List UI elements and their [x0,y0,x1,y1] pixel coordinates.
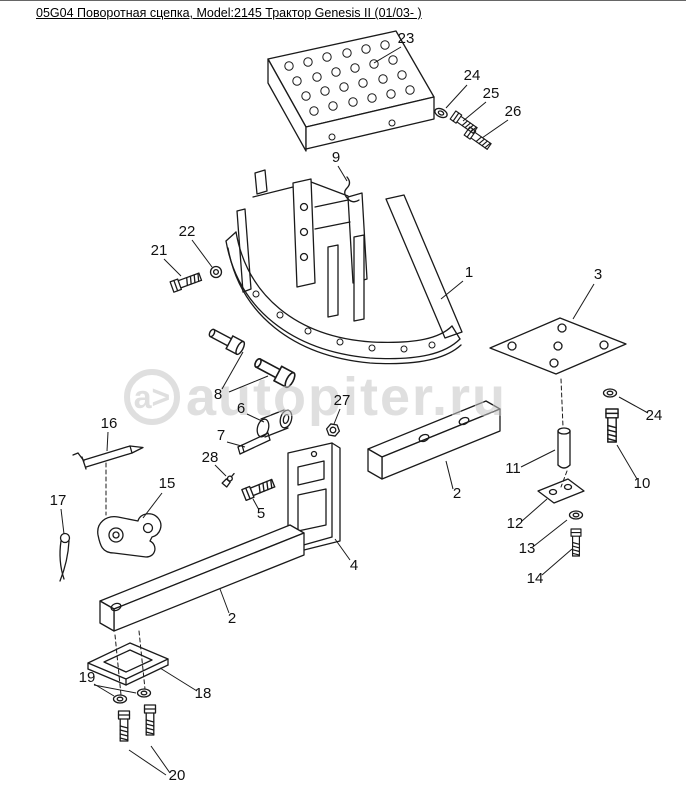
callout-7: 7 [217,427,225,444]
callout-8: 8 [214,386,222,403]
part-curved-frame-drawing [225,194,463,365]
callout-21: 21 [151,242,168,259]
part-cotter-pin-drawing [59,532,71,582]
watermark: a> autopiter.ru [124,367,507,428]
callout-9: 9 [332,149,340,166]
callout-22: 22 [179,223,196,240]
part-beam-right-drawing [367,400,501,480]
callout-25: 25 [483,85,500,102]
part-top-fasteners-drawing [432,105,493,152]
callout-14: 14 [527,570,544,587]
watermark-text: autopiter.ru [186,367,507,427]
part-frame-plate-drawing [87,642,169,686]
part-spring-clip-drawing [344,176,360,203]
callout-23: 23 [398,30,415,47]
callout-numbers: 23 24 25 26 9 22 21 1 3 8 6 7 27 28 5 2 … [50,30,663,784]
callout-24-top: 24 [464,67,481,84]
callout-20: 20 [169,767,186,784]
callout-18: 18 [195,685,212,702]
part-hitch-pin-drawing [72,445,144,516]
part-frame-assembly-drawing [236,169,368,322]
page-title[interactable]: 05G04 Поворотная сцепка, Model:2145 Трак… [36,6,422,20]
watermark-logo-icon: a> [134,379,170,415]
callout-4: 4 [350,557,358,574]
callout-24-right: 24 [646,407,663,424]
watermark-logo-circle [124,369,180,425]
callout-5: 5 [257,505,265,522]
callout-15: 15 [159,475,176,492]
callout-26: 26 [505,103,522,120]
callout-10: 10 [634,475,651,492]
callout-2-right: 2 [453,485,461,502]
callout-28: 28 [202,449,219,466]
part-step-plate-drawing [267,30,435,152]
callout-17: 17 [50,492,67,509]
callout-16: 16 [101,415,118,432]
part-bolt-left-drawing [169,265,223,293]
callout-12: 12 [507,515,524,532]
callout-13: 13 [519,540,536,557]
part-top-plate-drawing [489,317,627,375]
exploded-view-drawing [59,30,627,742]
part-bottom-fasteners-drawing [112,630,157,742]
callout-11: 11 [505,460,521,477]
part-latch-drawing [97,513,162,558]
callout-3: 3 [594,266,602,283]
part-channel-bracket-drawing [287,442,341,552]
callout-19: 19 [79,669,96,686]
leader-lines [60,46,649,776]
part-right-fasteners-drawing [537,378,619,557]
callout-6: 6 [237,400,245,417]
callout-1: 1 [465,264,473,281]
part-beam-left-drawing [99,524,305,632]
callout-2-left: 2 [228,610,236,627]
callout-27: 27 [334,392,351,409]
